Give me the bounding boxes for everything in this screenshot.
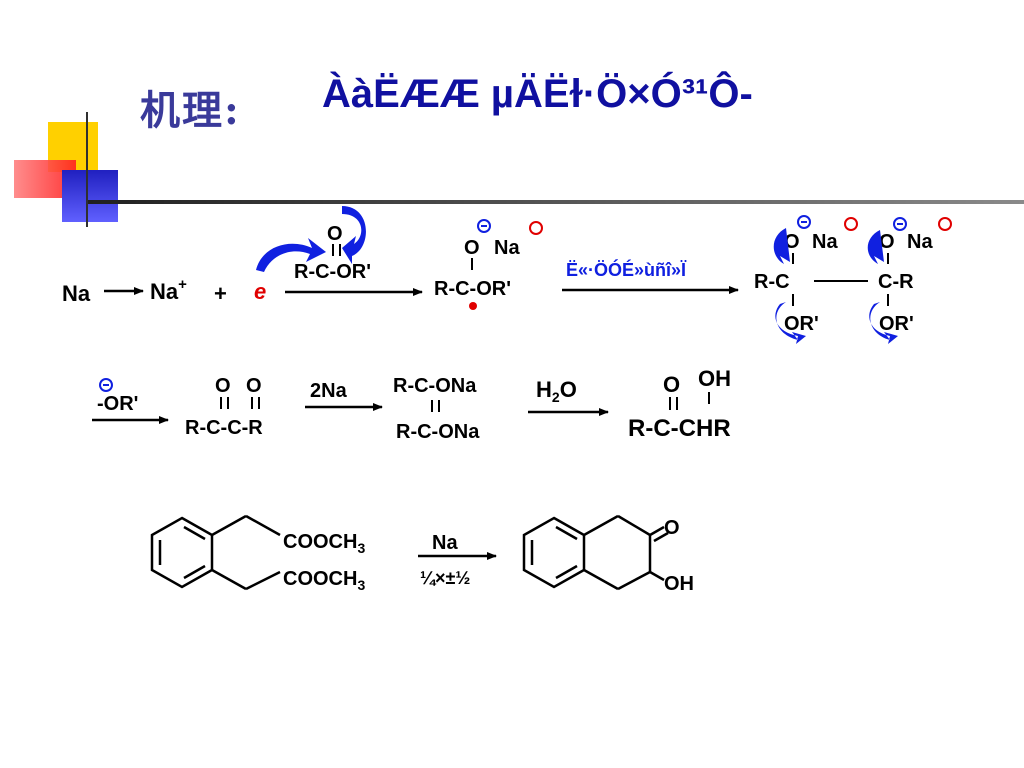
radical-anion-o: O xyxy=(464,237,480,259)
slide-title-label: 机理: xyxy=(140,87,241,134)
sodium-reagent-label: 2Na xyxy=(310,380,348,402)
diketone-formula: R-C-C-R xyxy=(185,417,263,439)
acyloin-o: O xyxy=(663,372,680,397)
positive-charge-icon xyxy=(529,221,543,235)
positive-charge-icon xyxy=(938,217,952,231)
pi-bond-curved-arrow xyxy=(342,206,366,264)
plus-sign: + xyxy=(214,281,227,306)
dimer-cr: C-R xyxy=(878,271,914,293)
negative-charge-icon xyxy=(99,378,113,392)
dimer-or-left: OR' xyxy=(784,313,819,335)
diketone-o1: O xyxy=(215,375,231,397)
sodium-ion-text: Na+ xyxy=(150,276,187,304)
tetralone-product-structure xyxy=(522,514,669,591)
radical-anion-formula: R-C-OR' xyxy=(434,278,511,300)
dimer-rc: R-C xyxy=(754,271,790,293)
enediolate-top: R-C-ONa xyxy=(393,375,477,397)
dimer-o-right: O xyxy=(879,231,895,253)
alkoxide-leaving-group: -OR' xyxy=(97,393,138,415)
acyloin-oh: OH xyxy=(698,366,731,391)
sodium-text: Na xyxy=(62,281,91,306)
enediolate-bottom: R-C-ONa xyxy=(396,421,480,443)
deco-horizontal-line xyxy=(88,200,1024,204)
deco-blue-square xyxy=(62,170,118,222)
dimer-na-left: Na xyxy=(812,231,838,253)
solvent-label: ¼×±½ xyxy=(420,568,470,588)
elimination-curved-arrow xyxy=(869,302,898,344)
acyloin-formula: R-C-CHR xyxy=(628,415,731,442)
dimer-or-right: OR' xyxy=(879,313,914,335)
dimer-na-right: Na xyxy=(907,231,933,253)
water-reagent-label: H2O xyxy=(536,377,577,405)
ester-carbonyl-o: O xyxy=(327,223,343,245)
negative-charge-icon xyxy=(797,215,811,229)
negative-charge-icon xyxy=(893,217,907,231)
hydroxyl-label: OH xyxy=(664,573,694,595)
elimination-curved-arrow xyxy=(773,228,790,264)
ester-group-top: COOCH3 xyxy=(283,531,365,556)
negative-charge-icon xyxy=(477,219,491,233)
elimination-curved-arrow xyxy=(867,230,884,264)
diketone-o2: O xyxy=(246,375,262,397)
sodium-reagent-label: Na xyxy=(432,532,458,554)
ester-group-bottom: COOCH3 xyxy=(283,568,365,593)
slide-title: ÀàËÆÆ µÄËɫ·Ö×Ó³¹Ô- xyxy=(322,72,753,116)
diester-substrate-structure xyxy=(150,514,281,591)
electron-symbol: e xyxy=(254,279,266,304)
elimination-curved-arrow xyxy=(775,302,806,344)
deco-vertical-line xyxy=(86,112,88,227)
electron-transfer-curved-arrow xyxy=(256,238,326,272)
coupling-arrow-label: Ë«·ÖÓÉ»ùñî»Ï xyxy=(566,259,687,280)
ketone-o-label: O xyxy=(664,517,680,539)
radical-anion-na: Na xyxy=(494,237,520,259)
ester-formula: R-C-OR' xyxy=(294,261,371,283)
positive-charge-icon xyxy=(844,217,858,231)
radical-dot-icon xyxy=(469,302,477,310)
